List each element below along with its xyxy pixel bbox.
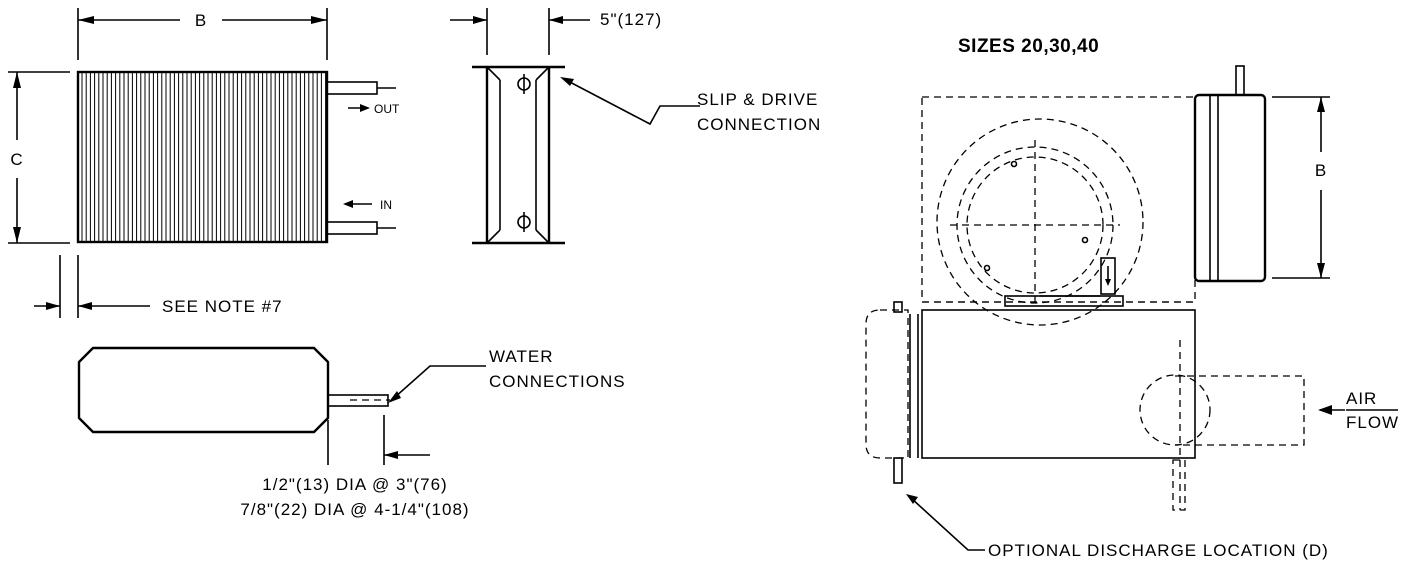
dim-height-label: C — [10, 150, 23, 169]
unit-view: SIZES 20,30,40 B — [865, 36, 1399, 560]
sizes-title: SIZES 20,30,40 — [958, 36, 1099, 57]
depth-label: 5"(127) — [600, 10, 662, 29]
coil-top-view: WATER CONNECTIONS 1/2"(13) DIA @ 3"(76) … — [77, 346, 626, 519]
inlet-label: IN — [380, 198, 392, 212]
slip-drive-label-line1: SLIP & DRIVE — [697, 90, 818, 109]
coil-fins — [81, 73, 327, 241]
dim-width-label: B — [195, 11, 207, 30]
see-note-label: SEE NOTE #7 — [162, 297, 283, 316]
air-label: AIR — [1346, 389, 1377, 408]
water-label-line2: CONNECTIONS — [489, 372, 626, 391]
dim-b-label: B — [1315, 161, 1327, 180]
connection-spec-line1: 1/2"(13) DIA @ 3"(76) — [262, 475, 447, 494]
connection-spec-line2: 7/8"(22) DIA @ 4-1/4"(108) — [240, 500, 469, 519]
coil-side-view: 5"(127) SLIP & DRIVE CONNECTION — [450, 8, 821, 245]
flow-label: FLOW — [1346, 413, 1399, 432]
discharge-label: OPTIONAL DISCHARGE LOCATION (D) — [988, 541, 1329, 560]
coil-front-view: B C OUT IN SEE NOTE #7 — [8, 8, 400, 318]
outlet-label: OUT — [374, 102, 400, 116]
slip-drive-label-line2: CONNECTION — [697, 115, 821, 134]
water-label-line1: WATER — [489, 347, 554, 366]
